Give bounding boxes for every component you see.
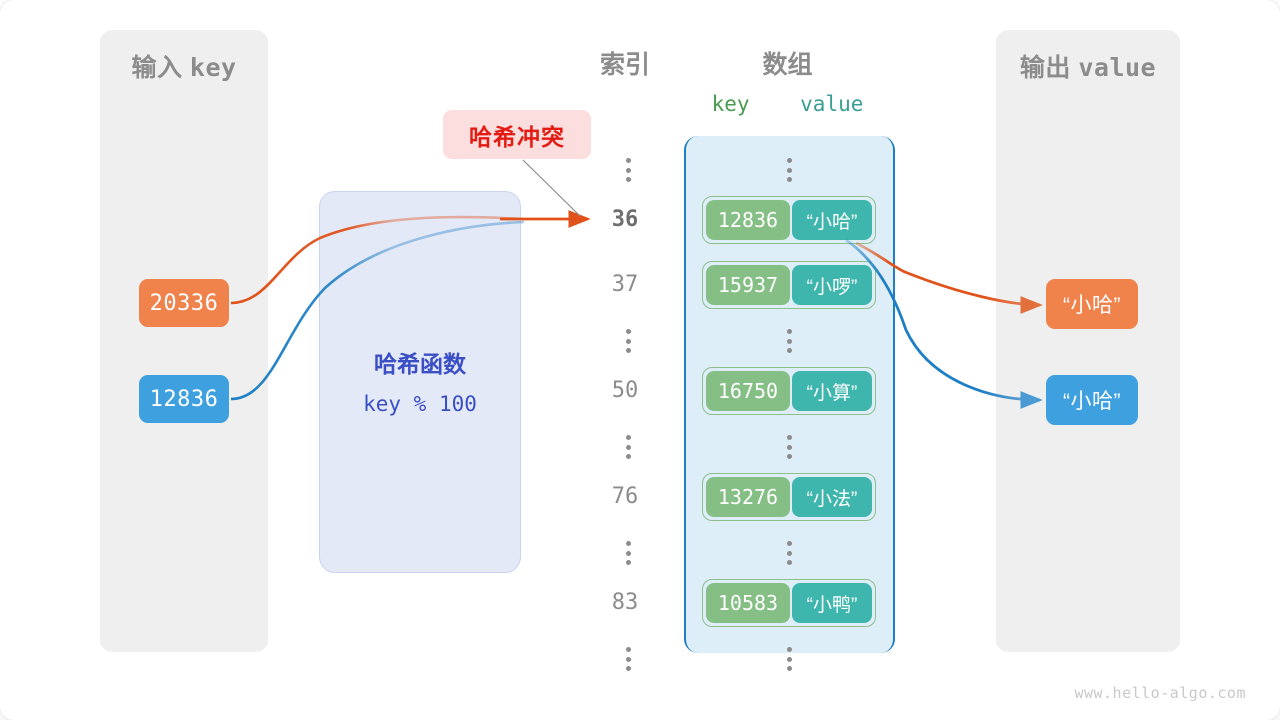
hash-collision-label: 哈希冲突	[443, 110, 591, 159]
key-legend-label: key	[711, 92, 750, 116]
output-value-pill[interactable]: “小哈”	[1046, 279, 1138, 329]
cell-key: 13276	[706, 477, 790, 517]
table-row[interactable]: 15937“小啰”	[702, 261, 876, 309]
table-row[interactable]: 10583“小鸭”	[702, 579, 876, 627]
table-row[interactable]: 12836“小哈”	[702, 196, 876, 244]
input-key-pill[interactable]: 12836	[139, 375, 229, 423]
index-label: 83	[611, 590, 639, 615]
array-ellipsis	[779, 538, 799, 568]
hash-function-title: 哈希函数	[374, 351, 466, 377]
index-ellipsis	[618, 432, 638, 462]
input-panel-title: 输入 key	[100, 48, 268, 84]
cell-key: 12836	[706, 200, 790, 240]
output-value-panel: 输出 value	[996, 30, 1180, 652]
cell-value: “小哈”	[792, 200, 872, 240]
index-label: 36	[611, 207, 639, 232]
table-row[interactable]: 13276“小法”	[702, 473, 876, 521]
cell-value: “小法”	[792, 477, 872, 517]
output-panel-title-cn: 输出	[1019, 54, 1071, 82]
value-legend-label: value	[800, 92, 864, 116]
array-ellipsis	[779, 155, 799, 185]
output-value-pill[interactable]: “小哈”	[1046, 375, 1138, 425]
cell-value: “小啰”	[792, 265, 872, 305]
index-ellipsis	[618, 644, 638, 674]
input-key-pill[interactable]: 20336	[139, 279, 229, 327]
input-panel-title-cn: 输入	[131, 54, 183, 82]
collision-leader-line	[522, 159, 581, 217]
array-ellipsis	[779, 432, 799, 462]
input-panel-title-code: key	[189, 53, 237, 82]
input-key-panel: 输入 key	[100, 30, 268, 652]
index-ellipsis	[618, 326, 638, 356]
cell-key: 15937	[706, 265, 790, 305]
cell-value: “小算”	[792, 371, 872, 411]
index-column-heading: 索引	[599, 51, 650, 79]
index-label: 76	[611, 484, 639, 509]
cell-value: “小鸭”	[792, 583, 872, 623]
index-ellipsis	[618, 538, 638, 568]
hash-function-formula: key % 100	[363, 392, 477, 416]
table-row[interactable]: 16750“小算”	[702, 367, 876, 415]
array-column-heading: 数组	[762, 51, 813, 79]
index-label: 37	[611, 272, 639, 297]
array-ellipsis	[779, 326, 799, 356]
watermark: www.hello-algo.com	[1074, 684, 1246, 702]
array-ellipsis	[779, 644, 799, 674]
output-panel-title-code: value	[1078, 53, 1157, 82]
cell-key: 10583	[706, 583, 790, 623]
index-label: 50	[611, 378, 639, 403]
cell-key: 16750	[706, 371, 790, 411]
index-ellipsis	[618, 155, 638, 185]
key-value-legend: key value	[700, 92, 875, 116]
hash-function-box: 哈希函数 key % 100	[319, 191, 521, 573]
output-panel-title: 输出 value	[996, 48, 1180, 84]
